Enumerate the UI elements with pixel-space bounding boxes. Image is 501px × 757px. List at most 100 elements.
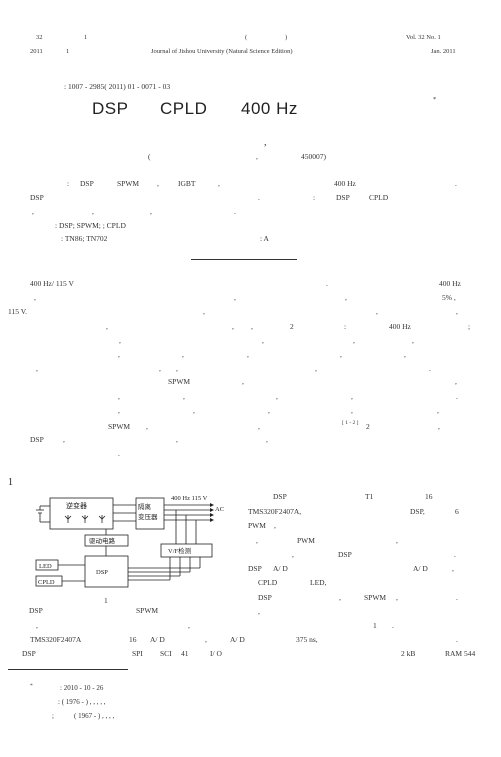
line-token: A/ D bbox=[150, 635, 165, 644]
right-token: . bbox=[454, 550, 456, 559]
right-token: A/ D bbox=[273, 564, 288, 573]
after-fig-spwm: SPWM bbox=[136, 606, 159, 615]
header-issue2: 1 bbox=[66, 48, 70, 55]
line-token: , bbox=[188, 621, 190, 630]
abstract-token: . bbox=[234, 207, 236, 216]
intro-token: , bbox=[106, 322, 108, 331]
right-token: , bbox=[256, 536, 258, 545]
intro-token: , bbox=[63, 435, 65, 444]
intro-token: , bbox=[351, 406, 353, 415]
inverter-label: 逆变器 bbox=[66, 501, 87, 510]
intro-token: 2 bbox=[290, 322, 294, 331]
intro-token: , bbox=[276, 392, 278, 401]
intro-token: , bbox=[119, 336, 121, 345]
right-token: 6 bbox=[455, 507, 459, 516]
isolation-label-2: 变压器 bbox=[138, 512, 158, 521]
output-label: 400 Hz 115 V bbox=[171, 495, 208, 502]
intro-token: , bbox=[203, 307, 205, 316]
vf-label: V/F检测 bbox=[168, 546, 192, 555]
intro-token: , bbox=[36, 364, 38, 373]
right-token: PWM bbox=[297, 536, 315, 545]
right-token: TMS320F2407A, bbox=[248, 507, 302, 516]
article-id: : 1007 - 2985( 2011) 01 - 0071 - 03 bbox=[64, 82, 171, 91]
intro-token: : bbox=[344, 322, 347, 331]
footnote-star: * bbox=[30, 683, 33, 689]
abstract-token: , bbox=[150, 207, 152, 216]
abstract-token: , bbox=[32, 207, 34, 216]
title-part-cpld: CPLD bbox=[160, 99, 208, 118]
intro-token: , bbox=[232, 322, 234, 331]
abstract-token: SPWM bbox=[117, 179, 140, 188]
intro-token: , bbox=[176, 364, 178, 373]
after-fig-dsp: DSP bbox=[29, 606, 43, 615]
intro-token: 115 V. bbox=[8, 307, 28, 316]
intro-token: , bbox=[351, 392, 353, 401]
intro-token: 400 Hz/ 115 V bbox=[30, 279, 74, 288]
abstract-token: CPLD bbox=[369, 193, 389, 202]
footnote-received: : 2010 - 10 - 26 bbox=[60, 684, 104, 692]
right-token: . bbox=[456, 593, 458, 602]
intro-token: , bbox=[242, 377, 244, 386]
intro-token: , bbox=[268, 406, 270, 415]
title-part-freq: 400 Hz bbox=[241, 99, 298, 118]
right-token: , bbox=[396, 593, 398, 602]
header-vol-right: Vol. 32 No. 1 bbox=[406, 34, 441, 41]
intro-token: , bbox=[146, 422, 148, 431]
header-issue: 1 bbox=[84, 34, 88, 41]
intro-token: 400 Hz bbox=[439, 279, 461, 288]
intro-token: , bbox=[183, 392, 185, 401]
header-date: Jan. 2011 bbox=[431, 48, 456, 55]
right-token: , bbox=[258, 607, 260, 616]
right-token: DSP bbox=[248, 564, 262, 573]
intro-token: , bbox=[438, 422, 440, 431]
right-token: 16 bbox=[425, 492, 433, 501]
intro-token: , bbox=[118, 392, 120, 401]
intro-token: , bbox=[34, 293, 36, 302]
affiliation-open: ( bbox=[148, 152, 151, 161]
line-token: , bbox=[205, 635, 207, 644]
intro-token: , bbox=[176, 435, 178, 444]
intro-token: , bbox=[251, 322, 253, 331]
intro-token: , bbox=[159, 364, 161, 373]
affiliation-code: 450007) bbox=[301, 152, 326, 161]
footnote-divider bbox=[8, 669, 128, 670]
intro-token: . bbox=[429, 364, 431, 373]
intro-token: SPWM bbox=[108, 422, 131, 431]
right-token: , bbox=[396, 536, 398, 545]
intro-token: , bbox=[266, 435, 268, 444]
right-token: , bbox=[274, 521, 276, 530]
intro-token: , bbox=[353, 336, 355, 345]
dsp-label: DSP bbox=[96, 569, 108, 576]
line-token: 41 bbox=[181, 649, 189, 658]
driver-box bbox=[84, 534, 129, 547]
right-token: DSP bbox=[273, 492, 287, 501]
citation: [ 1 - 2 ] bbox=[342, 420, 359, 426]
line-token: . bbox=[456, 635, 458, 644]
line-token: , bbox=[36, 621, 38, 630]
title-star: * bbox=[433, 96, 437, 103]
right-token: , bbox=[339, 593, 341, 602]
abstract-token: DSP bbox=[336, 193, 350, 202]
abstract-token: : bbox=[67, 179, 70, 188]
driver-label: 驱动电路 bbox=[89, 536, 116, 545]
header-paren-close: ) bbox=[285, 34, 288, 41]
intro-token: 400 Hz bbox=[389, 322, 411, 331]
header-year: 2011 bbox=[30, 48, 43, 55]
header-paren-open: ( bbox=[245, 34, 248, 41]
intro-token: , bbox=[376, 307, 378, 316]
line-token: 375 ns, bbox=[296, 635, 318, 644]
clc-number: : TN86; TN702 bbox=[61, 234, 108, 243]
section-number: 1 bbox=[8, 477, 13, 488]
ac-label: AC bbox=[215, 506, 224, 513]
line-token: 2 kB bbox=[401, 649, 416, 658]
intro-token: , bbox=[262, 336, 264, 345]
line-token: RAM 544 bbox=[445, 649, 476, 658]
intro-token: , bbox=[247, 350, 249, 359]
author-comma: , bbox=[264, 137, 267, 148]
abstract-token: DSP bbox=[80, 179, 94, 188]
figure-caption-number: 1 bbox=[104, 596, 108, 605]
intro-token: 2 bbox=[366, 422, 370, 431]
line-token: TMS320F2407A bbox=[30, 635, 82, 644]
intro-token: , bbox=[182, 350, 184, 359]
right-token: PWM bbox=[248, 521, 266, 530]
